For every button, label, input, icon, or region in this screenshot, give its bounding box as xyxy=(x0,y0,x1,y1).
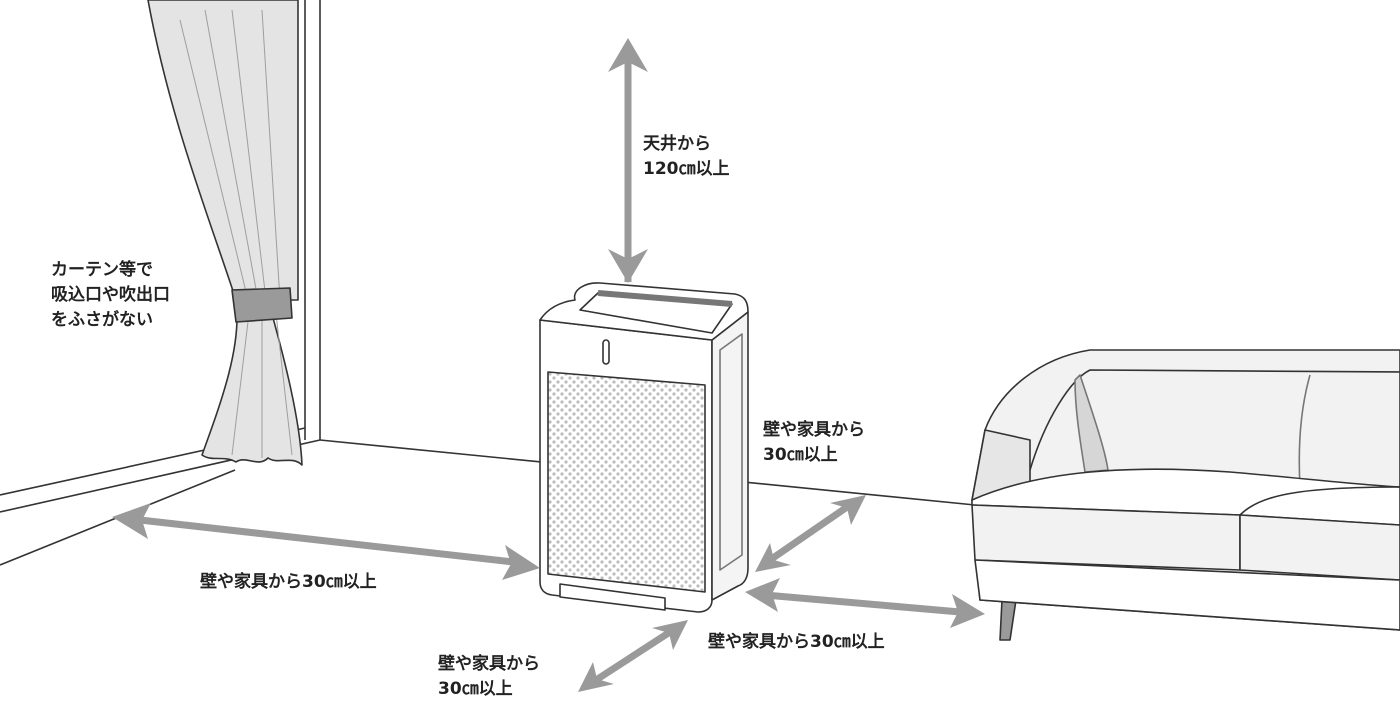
right-wall-arrow-head-bottom xyxy=(755,543,791,572)
purifier-top-vent xyxy=(597,290,733,307)
purifier-bottom-panel xyxy=(559,583,666,611)
ceiling-label-line-1: 天井から xyxy=(643,134,711,154)
right-wall-label-line-1: 壁や家具から xyxy=(763,420,865,440)
ceiling-arrow-head-bottom xyxy=(608,249,648,283)
curtain-fabric xyxy=(147,0,303,466)
front-arrow-shaft xyxy=(594,629,672,683)
front-arrow-head-bottom xyxy=(578,662,614,692)
purifier-side xyxy=(711,311,749,601)
left-floor-label: 壁や家具から30㎝以上 xyxy=(200,572,377,592)
right-wall-arrow-head-top xyxy=(830,495,866,525)
sofa-base xyxy=(974,559,1400,631)
sofa-arrow-head-right xyxy=(950,594,985,628)
front-label-line-2: 30㎝以上 xyxy=(438,679,513,699)
sofa-label: 壁や家具から30㎝以上 xyxy=(708,632,885,652)
curtain-tieback xyxy=(231,287,293,323)
purifier-side-vent xyxy=(719,333,743,571)
curtain-label-line-3: をふさがない xyxy=(51,310,153,330)
left-floor-clearance-label: 壁や家具から30㎝以上 xyxy=(200,570,377,595)
sofa-clearance-label: 壁や家具から30㎝以上 xyxy=(708,630,885,655)
curtain-folds xyxy=(179,9,293,458)
sofa-seat-divider xyxy=(1239,486,1400,516)
left-arrow-head-right xyxy=(502,545,540,580)
ceiling-arrow-head-top xyxy=(608,38,648,72)
left-arrow-shaft xyxy=(139,516,523,567)
curtain-label-line-1: カーテン等で xyxy=(51,260,153,280)
sofa xyxy=(971,349,1400,641)
ceiling-arrow-shaft xyxy=(624,52,632,282)
sofa-arrow-head-left xyxy=(745,578,780,612)
right-wall-clearance-label: 壁や家具から 30㎝以上 xyxy=(763,418,865,468)
left-arrow-head-left xyxy=(112,503,151,539)
sofa-cushion-divider xyxy=(1298,374,1311,488)
curtain xyxy=(147,0,303,466)
curtain-warning-label: カーテン等で 吸込口や吹出口 をふさがない xyxy=(51,258,170,333)
front-arrow-head-top xyxy=(652,620,688,650)
right-wall-label-line-2: 30㎝以上 xyxy=(763,445,838,465)
purifier-grille xyxy=(547,371,706,593)
sofa-seat xyxy=(971,468,1400,526)
sofa-front-left xyxy=(971,504,1241,571)
sofa-arrow-shaft xyxy=(764,591,961,616)
curtain-label-line-2: 吸込口や吹出口 xyxy=(51,285,170,305)
distance-arrows xyxy=(112,38,985,692)
sofa-back-inner xyxy=(1029,369,1400,471)
ceiling-label-line-2: 120㎝以上 xyxy=(643,159,730,179)
right-wall-arrow-shaft xyxy=(768,502,852,563)
purifier-indicator xyxy=(602,339,610,365)
air-purifier xyxy=(539,282,749,613)
sofa-front-right xyxy=(1239,514,1400,581)
front-clearance-label: 壁や家具から 30㎝以上 xyxy=(438,652,540,702)
ceiling-clearance-label: 天井から 120㎝以上 xyxy=(643,132,730,182)
front-label-line-1: 壁や家具から xyxy=(438,654,540,674)
sofa-leg xyxy=(999,599,1017,641)
